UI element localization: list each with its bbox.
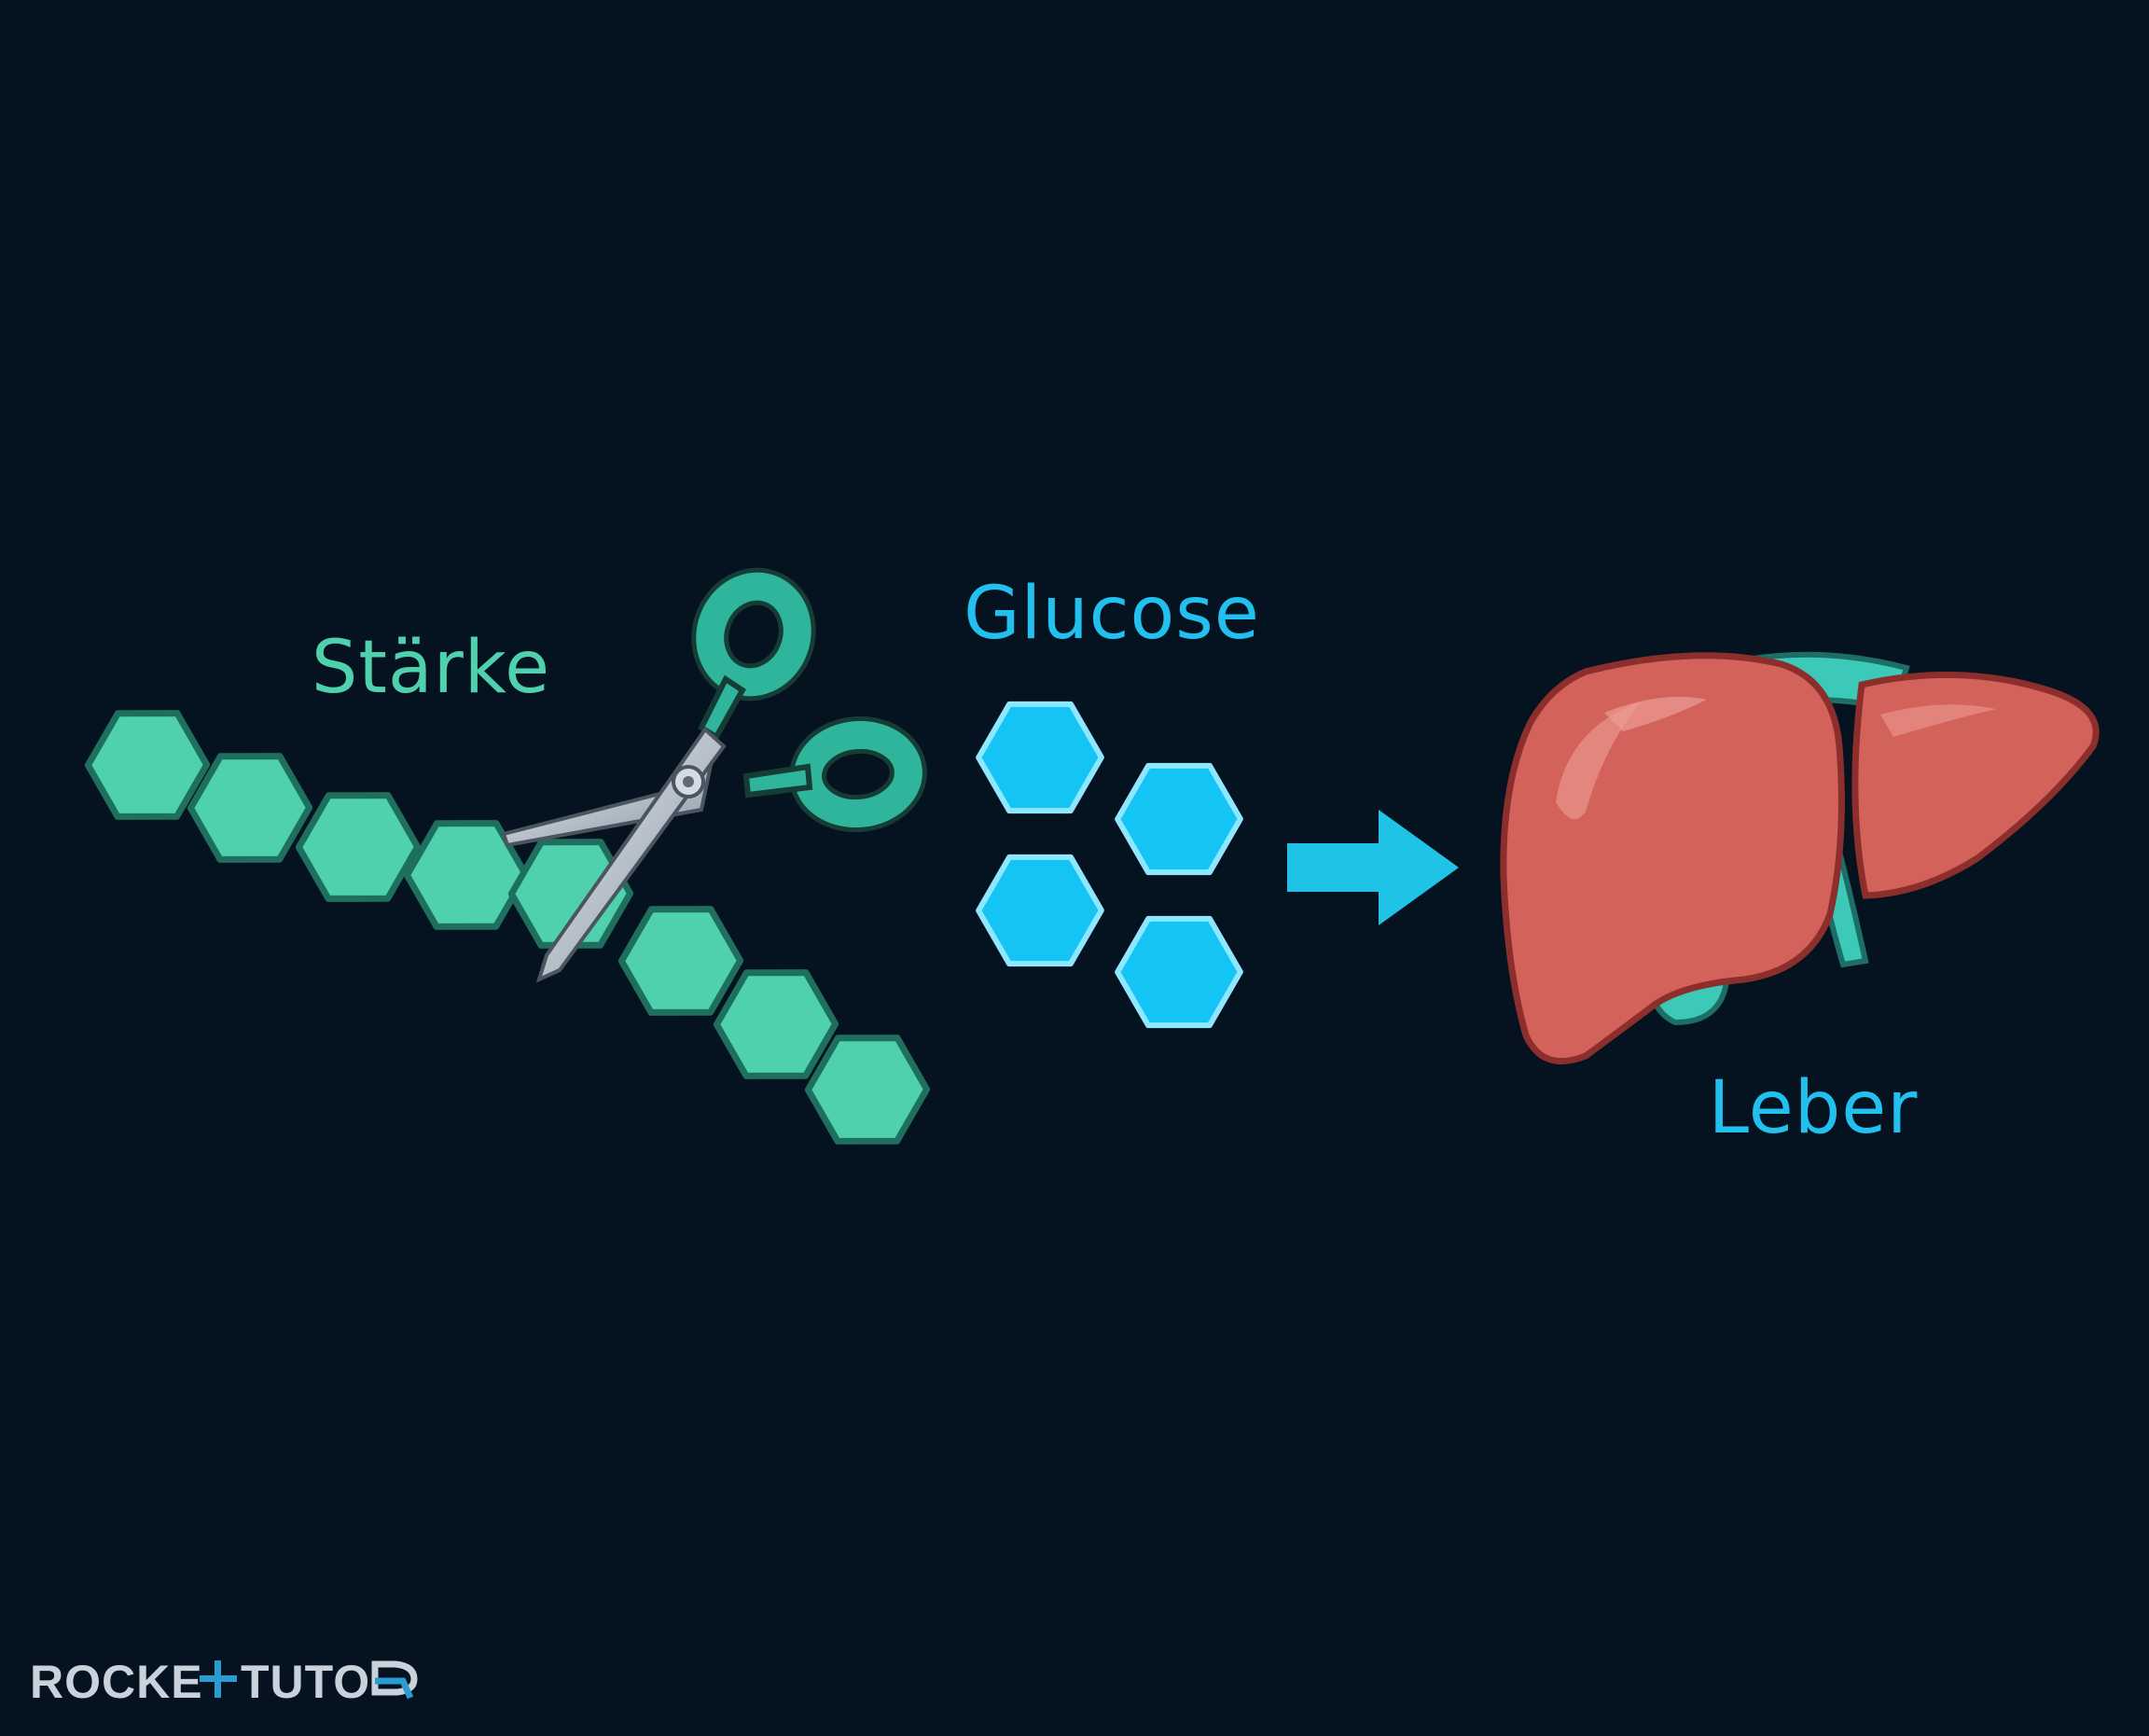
starch-hexagon (187, 753, 313, 863)
logo-text-rocke: ROCKE (30, 1656, 203, 1708)
right-arrow-icon (1287, 810, 1459, 925)
starch-chain (84, 710, 931, 1145)
starch-hexagon (403, 820, 530, 930)
glucose-group (976, 701, 1243, 1029)
arrow-r-glyph (371, 1660, 418, 1700)
glucose-hexagon (1115, 915, 1243, 1029)
glucose-hexagon (1115, 762, 1243, 876)
starch-hexagon (617, 906, 744, 1016)
starch-label: Stärke (312, 626, 550, 710)
starch-hexagon (84, 710, 211, 820)
scissors-icon (501, 567, 927, 983)
liver-label: Leber (1709, 1066, 1919, 1150)
glucose-hexagon (976, 854, 1104, 967)
glucose-label: Glucose (964, 572, 1260, 656)
glucose-hexagon (976, 701, 1104, 814)
plus-t-glyph (200, 1660, 237, 1698)
liver-icon (1500, 651, 2100, 1065)
starch-hexagon (804, 1035, 931, 1145)
rockettutor-logo: ROCKE TUTO (30, 1656, 418, 1708)
starch-hexagon (507, 839, 634, 949)
starch-hexagon (713, 969, 839, 1079)
starch-hexagon (295, 792, 422, 902)
logo-text-tuto: TUTO (241, 1656, 370, 1708)
